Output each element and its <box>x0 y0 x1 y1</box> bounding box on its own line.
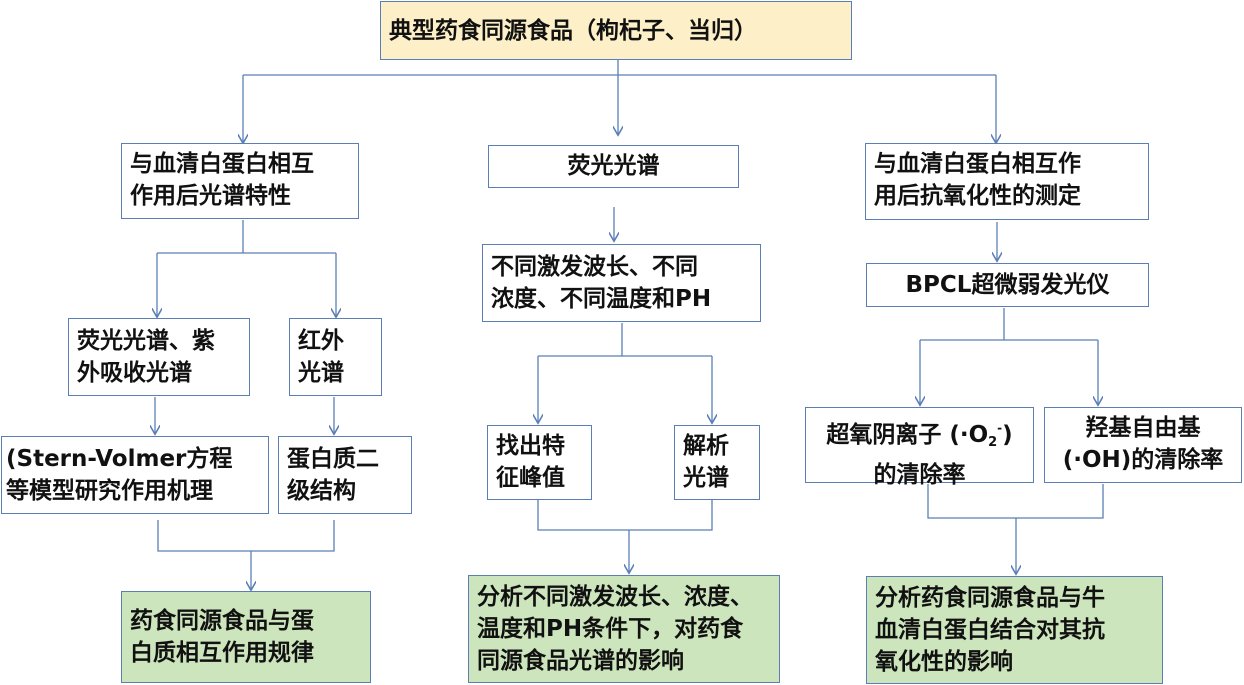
superoxide-scavenging-box: 超氧阴离子 (·O2-) 的清除率 <box>805 407 1034 488</box>
stern-volmer-box: (Stern-Volmer方程 等模型研究作用机理 <box>1 436 269 514</box>
main-subject-title: 典型药食同源食品（枸杞子、当归） <box>389 18 757 44</box>
infrared-spectrum-box: 红外 光谱 <box>289 318 382 396</box>
fluorescence-uv-box: 荧光光谱、紫 外吸收光谱 <box>68 318 250 396</box>
protein-interaction-conclusion-box: 药食同源食品与蛋 白质相互作用规律 <box>121 591 371 683</box>
fluorescence-spectrum-box: 荧光光谱 <box>488 145 739 188</box>
bpcl-instrument-box: BPCL超微弱发光仪 <box>866 263 1149 307</box>
hydroxyl-scavenging-box: 羟基自由基 (·OH)的清除率 <box>1044 407 1242 483</box>
spectrum-influence-conclusion-box: 分析不同激发波长、浓度、 温度和PH条件下，对药食 同源食品光谱的影响 <box>468 575 780 683</box>
experimental-conditions-box: 不同激发波长、不同 浓度、不同温度和PH <box>482 244 761 322</box>
antioxidant-influence-conclusion-box: 分析药食同源食品与牛 血清白蛋白结合对其抗 氧化性的影响 <box>866 576 1163 684</box>
antioxidant-measurement-box: 与血清白蛋白相互作 用后抗氧化性的测定 <box>865 143 1149 220</box>
secondary-structure-box: 蛋白质二 级结构 <box>278 436 412 514</box>
analyze-spectrum-box: 解析 光谱 <box>674 425 760 500</box>
find-peak-box: 找出特 征峰值 <box>487 425 592 500</box>
spectral-properties-box: 与血清白蛋白相互 作用后光谱特性 <box>121 143 359 219</box>
main-subject-box: 典型药食同源食品（枸杞子、当归） <box>380 1 852 60</box>
